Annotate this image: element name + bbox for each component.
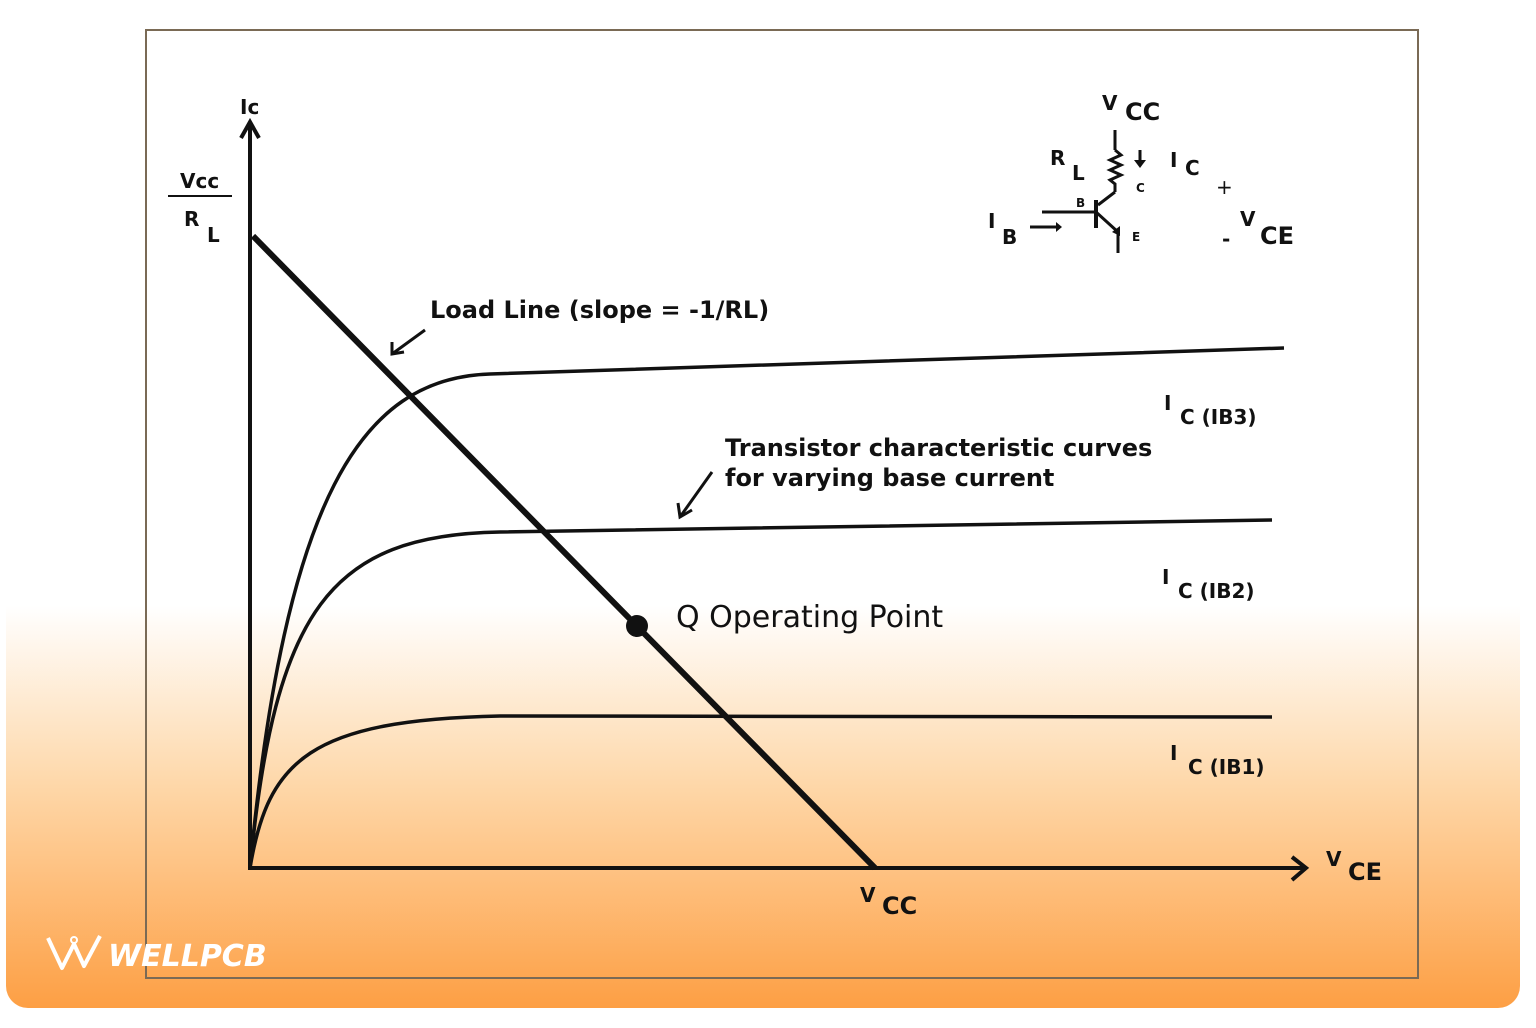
resistor-icon [1106,148,1125,192]
x-axis-label: V [1326,847,1342,871]
load-line [250,233,878,871]
curve-ib2-label-sub: C (IB2) [1178,579,1255,603]
load-line-pointer [391,328,426,356]
load-line-label: Load Line (slope = -1/RL) [430,296,769,324]
circuit-ib: I [988,209,995,233]
curve-ib3-label-sub: C (IB3) [1180,405,1257,429]
curves-label-line1: Transistor characteristic curves [725,434,1152,462]
curve-ib1 [248,714,1273,869]
curve-ib2 [248,518,1273,869]
circuit-vcc: V [1102,91,1118,115]
circuit-rl: R [1050,146,1065,170]
circuit-rl-sub: L [1072,161,1085,185]
pin-b: B [1076,196,1085,210]
rl-denominator: R [184,207,199,231]
card-background [6,2,1520,1008]
circuit-ib-sub: B [1002,225,1017,249]
x-axis-arrow [1290,855,1310,882]
curves-arrow-icon [676,502,693,520]
y-axis-arrow [239,117,261,139]
curve-ib3-label: I [1164,391,1171,415]
curve-ib2-label: I [1162,565,1169,589]
transistor-circuit: V CC R L I C I B + - V CE B C E [988,91,1294,253]
curves-label-line2: for varying base current [725,464,1054,492]
circuit-minus: - [1222,227,1230,251]
vcc-intercept-sub: CC [882,892,917,920]
rl-denominator-sub: L [207,223,220,247]
curve-ib1-label-sub: C (IB1) [1188,755,1265,779]
circuit-vce: V [1240,207,1256,231]
watermark-text: WELLPCB [108,939,267,974]
load-line-arrow-icon [390,342,405,356]
curves-pointer [678,471,714,518]
curve-ib1-label: I [1170,741,1177,765]
wellpcb-logo: WELLPCB [46,935,267,974]
q-point-label: Q Operating Point [676,600,943,635]
circuit-plus: + [1216,175,1233,199]
q-point [626,615,648,637]
circuit-ic: I [1170,148,1177,172]
circuit-vcc-sub: CC [1125,98,1160,126]
frame [145,29,1419,979]
vcc-intercept: V [860,883,876,907]
pin-e: E [1132,230,1140,244]
circuit-ic-sub: C [1185,156,1200,180]
circuit-vce-sub: CE [1260,222,1294,250]
pin-c: C [1136,181,1145,195]
y-axis-label: Ic [240,95,259,119]
x-axis-label-sub: CE [1348,858,1382,886]
vcc-numerator: Vcc [180,169,219,193]
curve-ib3 [248,346,1285,869]
